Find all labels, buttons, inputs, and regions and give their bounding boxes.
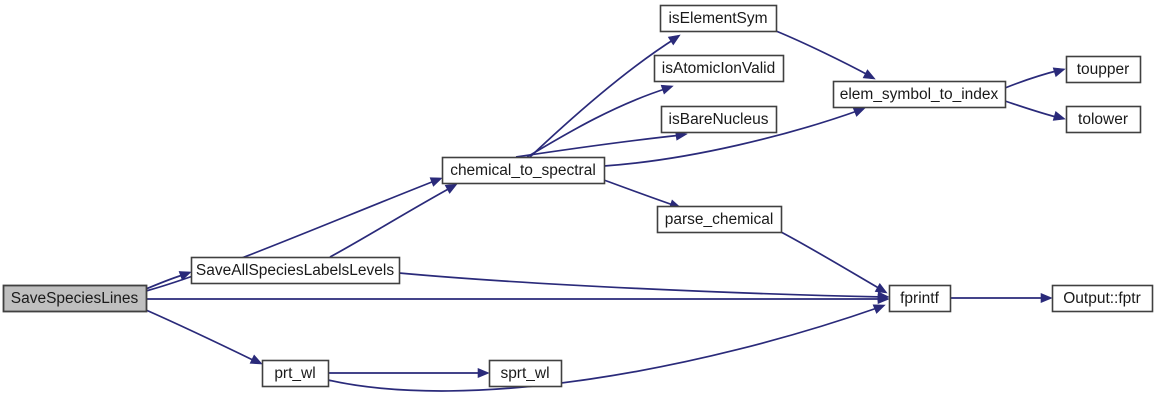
edge-savespecieslines-to-prt-wl xyxy=(145,309,263,365)
node-sprt-wl[interactable]: sprt_wl xyxy=(488,359,563,388)
node-box[interactable] xyxy=(656,205,783,234)
edge-iselementsym-to-elem-symbol-to-index xyxy=(775,30,876,80)
node-chemical-to-spectral[interactable]: chemical_to_spectral xyxy=(441,156,606,185)
node-box[interactable] xyxy=(653,54,785,83)
node-elem-symbol-to-index[interactable]: elem_symbol_to_index xyxy=(832,80,1007,109)
arrow-head-icon xyxy=(178,271,192,281)
edge-line xyxy=(603,109,861,167)
edge-line xyxy=(398,272,885,298)
edge-line xyxy=(1004,100,1061,119)
edge-line xyxy=(1004,69,1061,89)
edge-saveallspecieslabelslevels-to-chemical-to-spectral xyxy=(329,183,458,258)
edge-parse-chemical-to-fprintf xyxy=(780,231,888,294)
arrow-head-icon xyxy=(1040,292,1053,304)
arrow-head-icon xyxy=(429,177,443,187)
edge-elem-symbol-to-index-to-toupper xyxy=(1004,67,1066,89)
arrow-head-icon xyxy=(1052,67,1066,78)
arrow-head-icon xyxy=(862,69,876,80)
node-box[interactable] xyxy=(832,80,1007,109)
node-box[interactable] xyxy=(190,256,401,285)
node-fprintf[interactable]: fprintf xyxy=(888,284,952,313)
edge-savespecieslines-to-fprintf xyxy=(146,293,890,305)
arrow-head-icon xyxy=(1052,111,1066,121)
node-iselementsym[interactable]: isElementSym xyxy=(659,4,778,33)
arrow-head-icon xyxy=(874,282,888,294)
edge-line xyxy=(529,37,677,158)
node-isatomicionvalid[interactable]: isAtomicIonValid xyxy=(653,54,785,83)
edge-line xyxy=(145,309,258,363)
node-saveallspecieslabelslevels[interactable]: SaveAllSpeciesLabelsLevels xyxy=(190,256,401,285)
edge-chemical-to-spectral-to-iselementsym xyxy=(529,34,681,158)
arrow-head-icon xyxy=(877,291,890,302)
edge-line xyxy=(603,179,677,207)
node-box[interactable] xyxy=(1065,55,1142,84)
arrow-head-icon xyxy=(667,34,681,46)
node-output-fptr[interactable]: Output::fptr xyxy=(1051,284,1154,313)
node-box[interactable] xyxy=(888,284,952,313)
edge-elem-symbol-to-index-to-tolower xyxy=(1004,100,1066,121)
node-box[interactable] xyxy=(1065,105,1142,134)
edge-saveallspecieslabelslevels-to-fprintf xyxy=(398,272,890,302)
arrow-head-icon xyxy=(872,304,886,314)
node-toupper[interactable]: toupper xyxy=(1065,55,1142,84)
arrow-head-icon xyxy=(249,354,263,365)
node-savespecieslines[interactable]: SaveSpeciesLines xyxy=(2,284,148,313)
node-isbarenucleus[interactable]: isBareNucleus xyxy=(660,105,778,134)
node-box[interactable] xyxy=(660,105,778,134)
edge-savespecieslines-to-saveallspecieslabelslevels xyxy=(145,271,192,290)
node-box[interactable] xyxy=(441,156,606,185)
edges-layer xyxy=(145,30,1066,392)
edge-savespecieslines-to-chemical-to-spectral xyxy=(145,177,443,292)
node-box[interactable] xyxy=(2,284,148,313)
edge-line xyxy=(775,30,871,77)
edge-chemical-to-spectral-to-isatomicionvalid xyxy=(526,84,674,158)
edge-line xyxy=(145,273,187,290)
arrow-head-icon xyxy=(444,183,458,194)
edge-line xyxy=(327,306,881,392)
node-box[interactable] xyxy=(1051,284,1154,313)
edge-fprintf-to-output-fptr xyxy=(950,292,1053,304)
node-parse-chemical[interactable]: parse_chemical xyxy=(656,205,783,234)
edge-prt-wl-to-fprintf xyxy=(327,304,886,392)
edge-line xyxy=(329,186,453,258)
arrow-head-icon xyxy=(660,84,674,95)
node-prt-wl[interactable]: prt_wl xyxy=(261,359,330,388)
arrow-head-icon xyxy=(477,367,490,379)
node-box[interactable] xyxy=(659,4,778,33)
edge-line xyxy=(515,134,683,158)
node-box[interactable] xyxy=(261,359,330,388)
nodes-layer: SaveSpeciesLines SaveAllSpeciesLabelsLeve… xyxy=(2,4,1154,388)
node-tolower[interactable]: tolower xyxy=(1065,105,1142,134)
edge-line xyxy=(145,179,438,292)
edge-prt-wl-to-sprt-wl xyxy=(328,367,490,379)
edge-line xyxy=(780,231,883,291)
node-box[interactable] xyxy=(488,359,563,388)
edge-line xyxy=(526,87,669,158)
edge-chemical-to-spectral-to-isbarenucleus xyxy=(515,130,688,158)
